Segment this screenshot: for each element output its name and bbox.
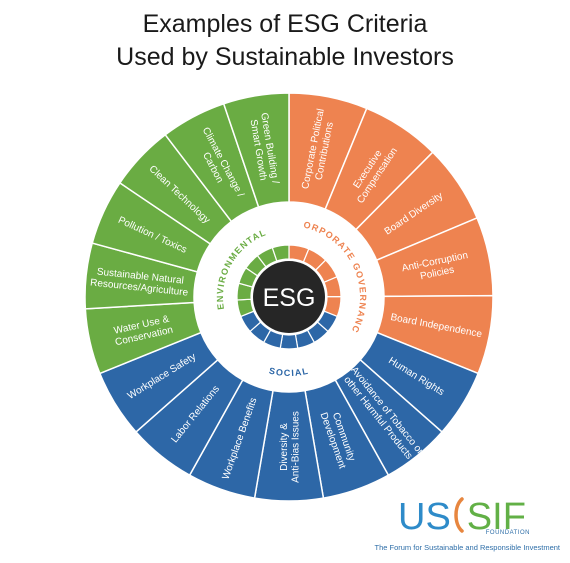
logo-bracket-icon (454, 497, 464, 533)
social-group-label: SOCIAL (268, 366, 310, 378)
esg-center-label: ESG (263, 284, 316, 312)
logo-wordmark: US SIF (398, 497, 526, 537)
social-item-label: Diversity &Anti-Bias Issues (279, 411, 302, 483)
logo-us-text: US (398, 496, 451, 538)
logo-tagline: The Forum for Sustainable and Responsibl… (374, 543, 560, 552)
logo-foundation-text: FOUNDATION (485, 530, 530, 536)
logo-sif-text: SIF (466, 496, 526, 538)
ussif-logo: US SIF FOUNDATION The Forum for Sustainab… (374, 497, 566, 559)
social-label-band (209, 316, 369, 383)
environmental-label-band (202, 211, 289, 330)
social-inner-tick (279, 333, 299, 350)
page-title: Examples of ESG Criteria Used by Sustain… (0, 8, 570, 74)
title-line-1: Examples of ESG Criteria (142, 10, 428, 38)
governance-label-band (289, 211, 375, 330)
title-line-2: Used by Sustainable Investors (116, 43, 454, 71)
esg-center-disk (253, 261, 325, 333)
environmental-inner-tick (271, 244, 290, 262)
environmental-segment (222, 92, 290, 208)
